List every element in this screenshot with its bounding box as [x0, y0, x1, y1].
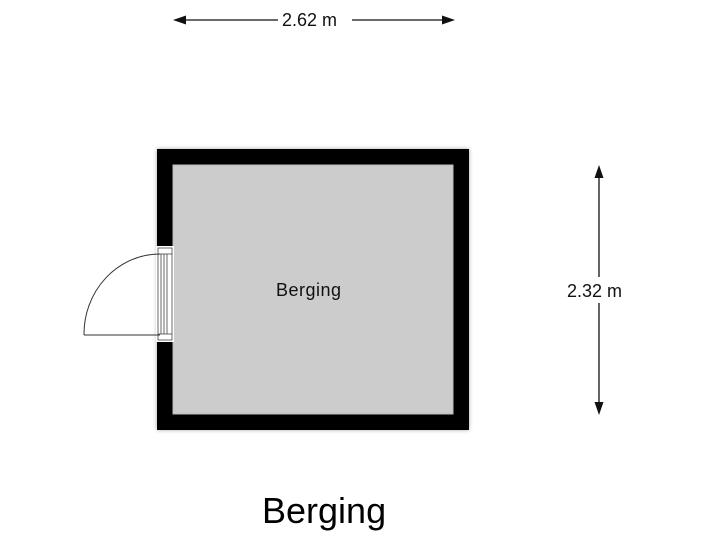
width-dimension-line [173, 15, 455, 25]
arrow-up-icon [594, 165, 604, 178]
arrow-left-icon [173, 15, 186, 25]
plan-title: Berging [262, 490, 387, 531]
height-dimension-line [594, 165, 604, 415]
arrow-right-icon [442, 15, 455, 25]
room-name-label: Berging [276, 280, 342, 300]
door-swing-icon [83, 246, 174, 342]
height-dimension-label: 2.32 m [563, 281, 627, 301]
arrow-down-icon [594, 402, 604, 415]
width-dimension-label: 2.62 m [278, 10, 342, 30]
room-floor [173, 165, 453, 414]
